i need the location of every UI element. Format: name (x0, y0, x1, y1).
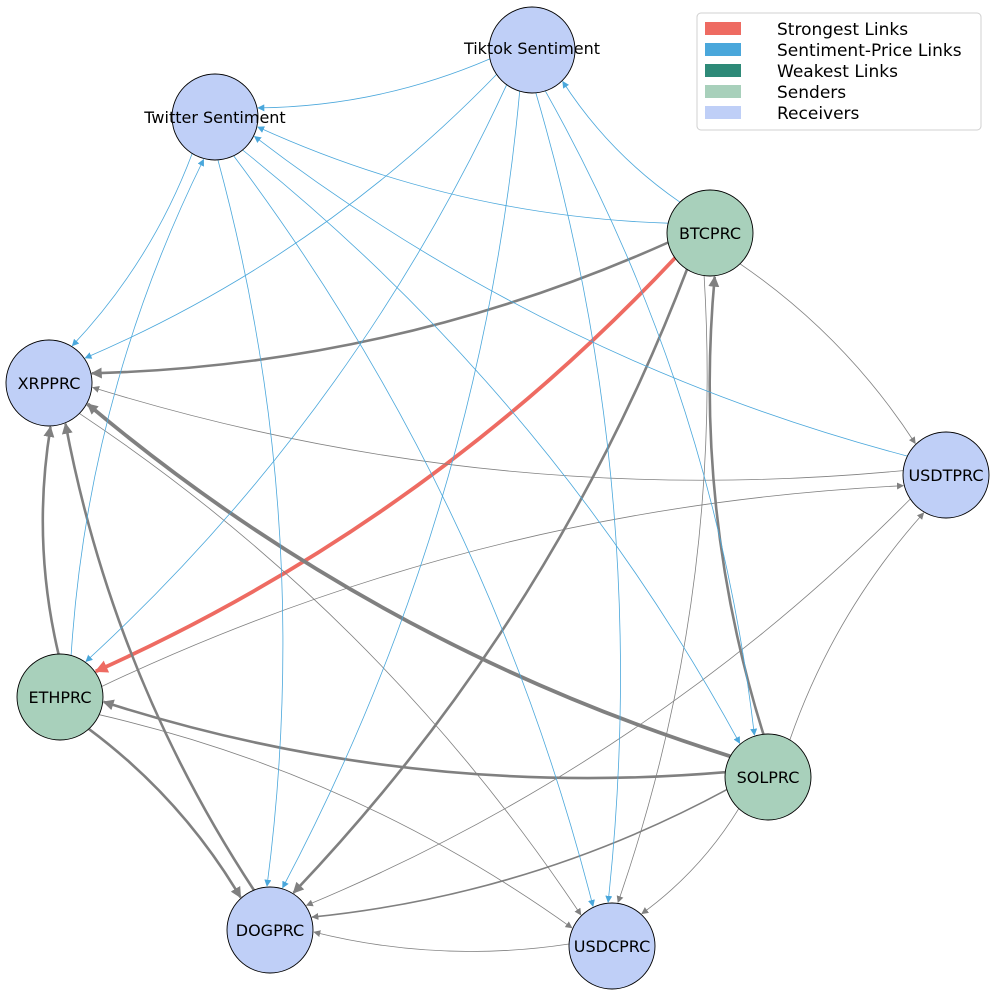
node-circle-btc (666, 189, 754, 277)
edge-usdt-to-doge (305, 498, 911, 907)
edge-btc-to-eth (94, 256, 677, 674)
node-doge: DOGPRC (226, 886, 314, 974)
edge-tiktok-to-xrp (84, 74, 497, 359)
node-label-twitter: Twitter Sentiment (143, 108, 285, 127)
node-tiktok: Tiktok Sentiment (463, 6, 600, 94)
node-circle-eth (16, 653, 104, 741)
edge-btc-to-twitter (257, 126, 669, 224)
node-circle-xrp (5, 339, 93, 427)
legend-label-strongest: Strongest Links (777, 20, 908, 40)
edge-btc-to-xrp (90, 241, 669, 379)
legend-swatch-senders (705, 85, 741, 98)
edge-sol-to-btc (708, 275, 765, 735)
legend-item-weakest-links: Weakest Links (705, 62, 898, 82)
edge-sol-to-doge (311, 788, 728, 920)
legend-label-senders: Senders (777, 83, 846, 103)
edge-eth-to-usdc (99, 714, 573, 929)
node-twitter: Twitter Sentiment (143, 73, 286, 161)
legend-item-sentiment-price-links: Sentiment-Price Links (705, 41, 962, 61)
node-label-btc: BTCPRC (679, 224, 741, 243)
legend-item-receivers: Receivers (705, 104, 860, 124)
legend-swatch-receivers (705, 106, 741, 119)
edge-twitter-to-xrp (71, 153, 193, 347)
edge-eth-to-xrp (41, 425, 60, 655)
edge-btc-to-tiktok (562, 80, 681, 203)
node-label-tiktok: Tiktok Sentiment (463, 39, 600, 58)
node-eth: ETHPRC (16, 653, 104, 741)
node-usdt: USDTPRC (902, 431, 990, 519)
edge-tiktok-to-twitter (257, 58, 491, 112)
edge-tiktok-to-eth (85, 84, 508, 662)
edge-sol-to-xrp (86, 402, 731, 759)
node-label-eth: ETHPRC (28, 688, 91, 707)
edge-tiktok-to-usdc (535, 92, 621, 903)
edge-btc-to-usdt (739, 263, 916, 445)
legend-swatch-sentiment-price (705, 43, 741, 56)
legend-label-receivers: Receivers (777, 104, 860, 124)
node-label-xrp: XRPPRC (18, 374, 81, 393)
node-circle-sol (724, 733, 812, 821)
edge-usdt-to-xrp (92, 386, 904, 481)
edge-sol-to-eth (102, 699, 726, 780)
edge-eth-to-usdt (101, 482, 904, 687)
edge-usdt-to-twitter (253, 135, 908, 457)
legend-item-strongest-links: Strongest Links (705, 20, 908, 40)
edges-layer (41, 58, 925, 952)
edge-eth-to-doge (88, 727, 242, 899)
edge-usdc-to-doge (313, 930, 570, 952)
legend-label-sentiment-price: Sentiment-Price Links (777, 41, 962, 61)
node-label-sol: SOLPRC (737, 768, 800, 787)
edge-twitter-to-usdc (233, 155, 595, 907)
legend-label-weakest: Weakest Links (777, 62, 898, 82)
node-circle-usdc (568, 902, 656, 990)
node-label-usdt: USDTPRC (908, 466, 983, 485)
edge-sol-to-usdt (789, 512, 925, 741)
edge-btc-to-usdc (616, 275, 708, 904)
edge-doge-to-xrp (61, 422, 255, 891)
edge-tiktok-to-doge (282, 91, 521, 889)
edge-sol-to-usdc (641, 808, 740, 915)
legend-item-senders: Senders (705, 83, 846, 103)
node-btc: BTCPRC (666, 189, 754, 277)
node-xrp: XRPPRC (5, 339, 93, 427)
edge-tiktok-to-sol (544, 90, 758, 736)
node-circle-tiktok (488, 6, 576, 94)
node-circle-twitter (171, 73, 259, 161)
node-label-doge: DOGPRC (236, 921, 304, 940)
node-usdc: USDCPRC (568, 902, 656, 990)
node-sol: SOLPRC (724, 733, 812, 821)
node-circle-doge (226, 886, 314, 974)
legend: Strongest Links Sentiment-Price Links We… (696, 12, 982, 131)
node-label-usdc: USDCPRC (574, 937, 651, 956)
legend-frame (696, 12, 982, 131)
legend-swatch-strongest (705, 22, 741, 35)
edge-eth-to-twitter (70, 158, 204, 656)
edge-twitter-to-doge (217, 159, 284, 887)
edge-twitter-to-sol (242, 149, 741, 744)
node-circle-usdt (902, 431, 990, 519)
edge-xrp-to-usdc (79, 413, 582, 916)
legend-swatch-weakest (705, 64, 741, 77)
edge-btc-to-doge (292, 268, 689, 894)
